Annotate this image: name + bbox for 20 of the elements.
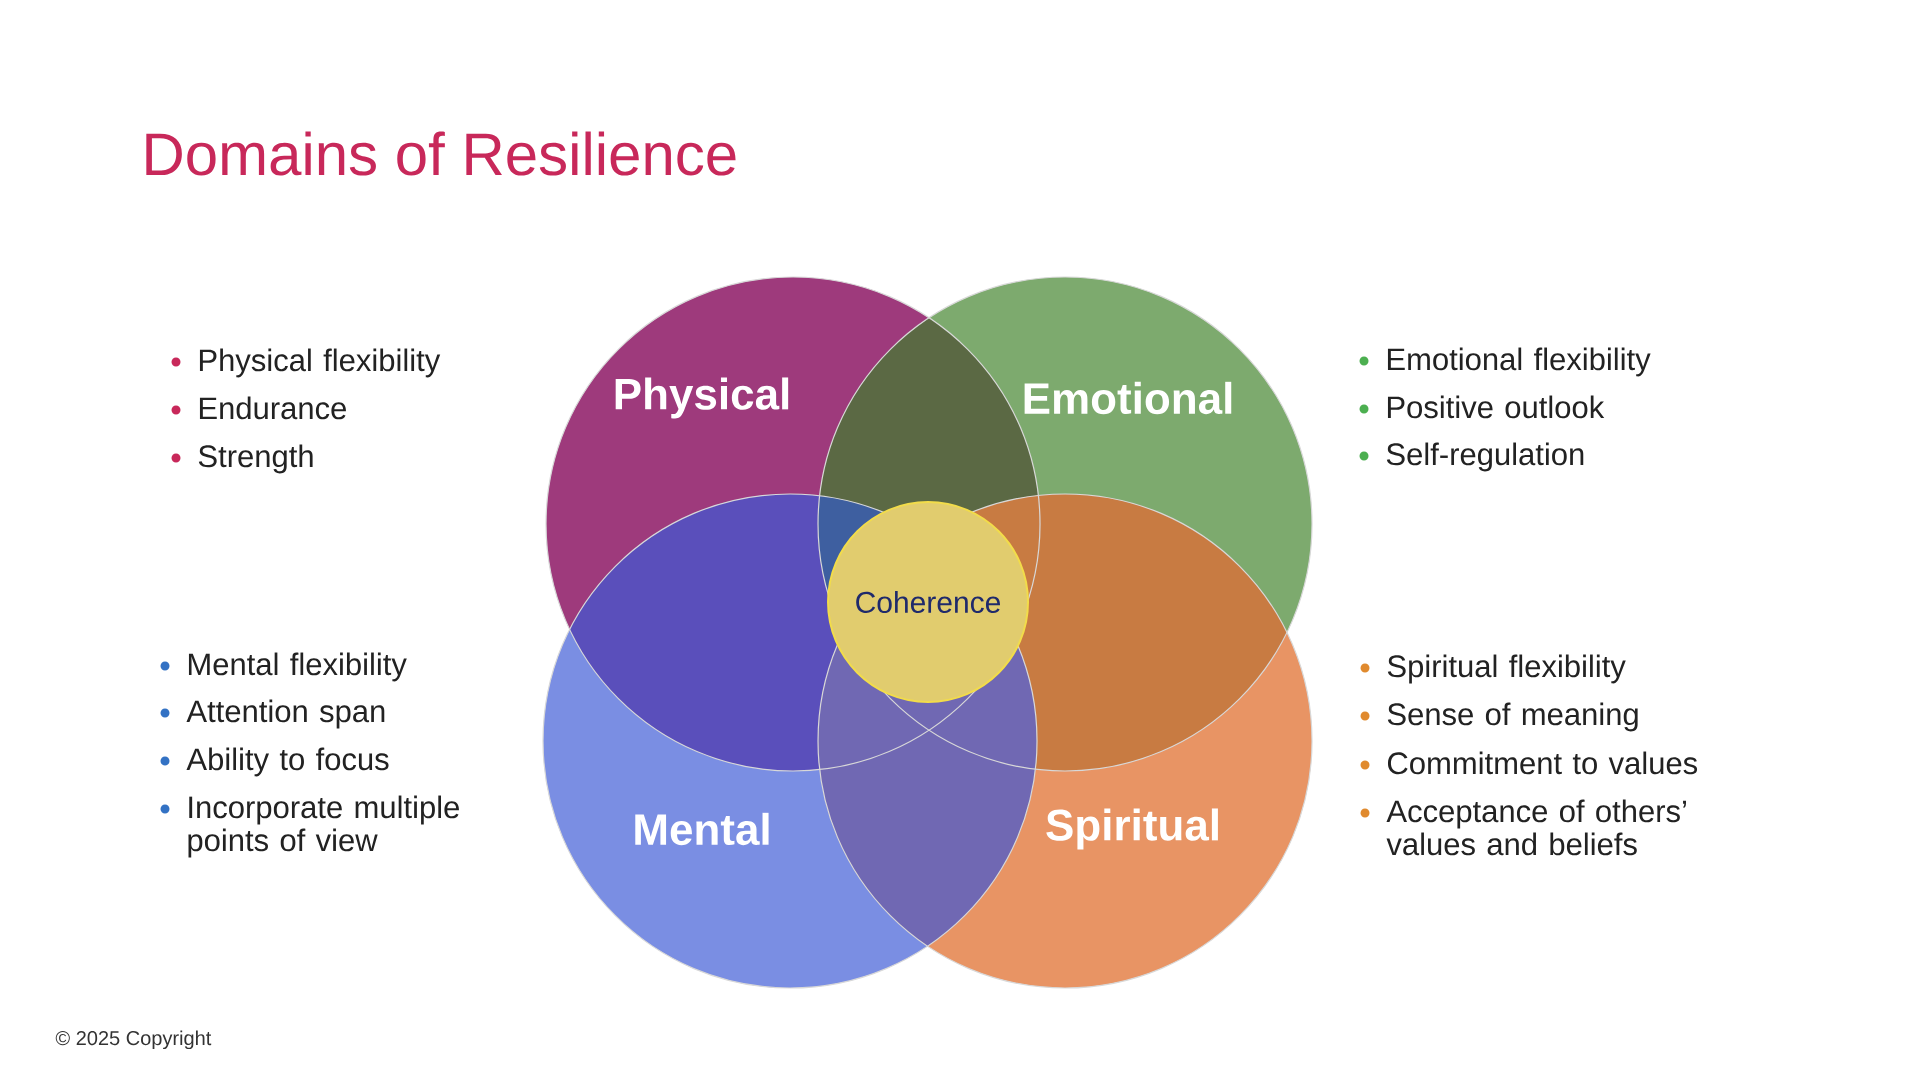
bullet-item: Emotional flexibility [1359, 347, 1651, 377]
bullet-item: Spiritual flexibility [1360, 654, 1626, 684]
bullet-item: Positive outlook [1359, 395, 1605, 419]
bullet-item: Incorporate multiple points of view [160, 795, 459, 858]
copyright-note: © 2025 Copyright [55, 1030, 212, 1050]
circle-label: Emotional [1024, 381, 1232, 415]
bullet-item: Attention span [160, 699, 385, 729]
circle-label: Spiritual [1046, 808, 1218, 850]
bullet-item: Self-regulation [1359, 442, 1584, 472]
circle-label: Mental [635, 812, 769, 846]
bullet-item: Physical flexibility [171, 348, 441, 378]
bullet-item: Sense of meaning [1360, 702, 1638, 732]
title: Domains of Resilience [146, 131, 736, 176]
bullet-item: Strength [171, 444, 313, 474]
bullet-item: Commitment to values [1360, 751, 1698, 775]
bullet-item: Ability to focus [160, 747, 389, 777]
circle-label: Physical [615, 377, 789, 419]
bullet-item: Endurance [171, 396, 346, 420]
bullet-item: Mental flexibility [160, 652, 407, 682]
bullet-item: Acceptance of others’ values and beliefs [1360, 799, 1686, 856]
